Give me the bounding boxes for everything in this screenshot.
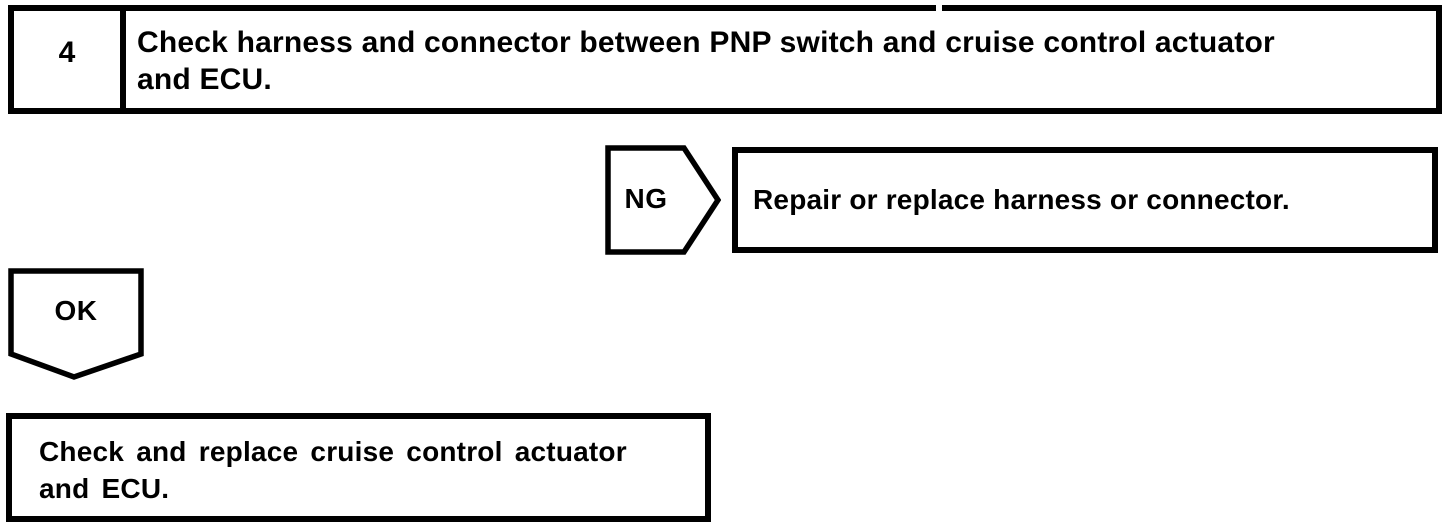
ng-action-box: Repair or replace harness or connector. xyxy=(732,147,1438,253)
ng-action-text: Repair or replace harness or connector. xyxy=(753,184,1290,215)
step-instruction: Check harness and connector between PNP … xyxy=(126,11,1283,108)
ng-pentagon-icon xyxy=(605,145,721,255)
step-number: 4 xyxy=(58,35,76,69)
ok-pentagon-icon xyxy=(8,268,144,380)
result-box: Check and replace cruise control actuato… xyxy=(6,413,711,522)
result-line-1: Check and replace cruise control actuato… xyxy=(39,436,627,467)
step-instruction-line-1: Check harness and connector between PNP … xyxy=(137,26,1275,59)
scan-artifact-notch xyxy=(936,4,942,12)
step-box: 4 Check harness and connector between PN… xyxy=(8,5,1442,114)
ng-connector: NG xyxy=(605,145,721,255)
ng-label: NG xyxy=(624,183,668,214)
ok-connector: OK xyxy=(8,268,144,380)
step-number-cell: 4 xyxy=(14,11,126,108)
step-instruction-line-2: and ECU. xyxy=(137,63,272,96)
result-line-2: and ECU. xyxy=(39,473,170,504)
ok-label: OK xyxy=(54,295,98,326)
